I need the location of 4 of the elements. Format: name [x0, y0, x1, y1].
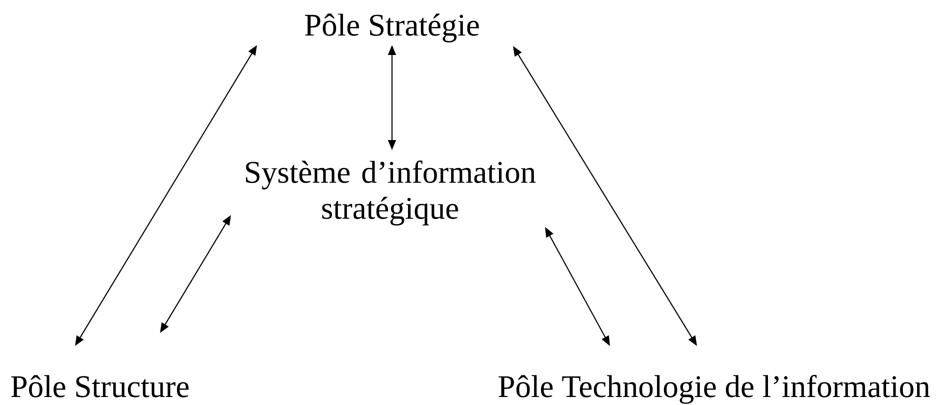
- node-label: Pôle Stratégie: [305, 14, 479, 42]
- node-label: Pôle Technologie de l’information: [498, 374, 930, 404]
- node-label: Système d’information stratégique: [246, 160, 536, 226]
- node-label: Pôle Structure: [11, 375, 189, 398]
